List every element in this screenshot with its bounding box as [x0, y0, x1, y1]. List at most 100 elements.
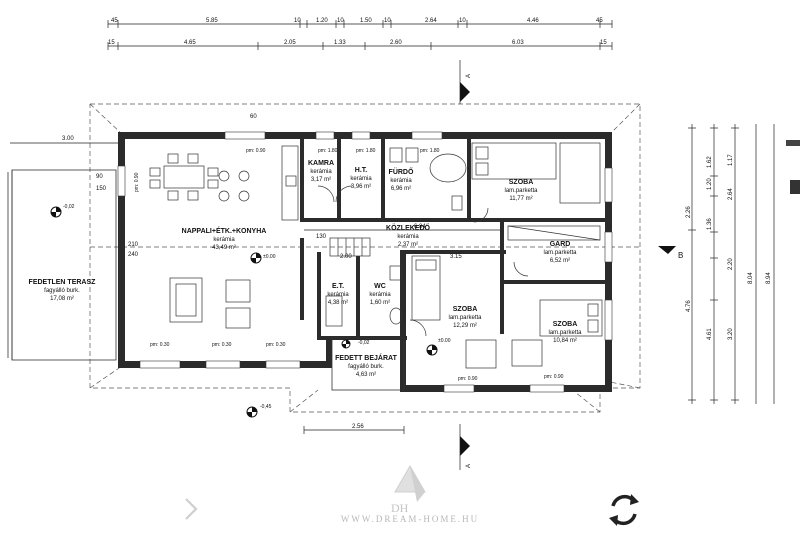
dim-top-6: 1.50 — [360, 18, 372, 24]
entrance-width-dim: 2.56 — [352, 424, 364, 430]
dim-right-162: 1.62 — [707, 156, 713, 168]
sill-bottom-5: pm: 0.90 — [544, 374, 564, 380]
dim-top-1: 45 — [111, 18, 118, 24]
room-label-terasz: FEDETLEN TERASZ fagyálló burk. 17,08 m² — [29, 279, 97, 302]
svg-text:SZOBA: SZOBA — [509, 179, 534, 186]
watermark-mark: DH — [391, 501, 409, 515]
next-image-button[interactable] — [178, 494, 202, 524]
svg-text:-0,45: -0,45 — [260, 404, 272, 410]
sill-left: pm: 0.90 — [134, 172, 140, 192]
svg-text:kerámia: kerámia — [369, 292, 391, 298]
edge-mark — [790, 180, 800, 194]
dim-315: 3.15 — [450, 254, 462, 260]
svg-text:kerámia: kerámia — [397, 234, 419, 240]
dim-right-320: 3.20 — [728, 328, 734, 340]
svg-text:11,77 m²: 11,77 m² — [509, 196, 532, 202]
svg-text:KAMRA: KAMRA — [308, 160, 334, 167]
svg-text:6,96 m²: 6,96 m² — [391, 186, 411, 192]
svg-text:kerámia: kerámia — [213, 237, 235, 243]
top-dimension-chains: 45 5.85 10 1.20 10 1.50 10 2.64 10 4.46 … — [107, 18, 613, 50]
sill-top-4: pm: 1.80 — [420, 148, 440, 154]
dim-top-3: 10 — [294, 18, 301, 24]
level-marker-outside: -0,45 — [246, 404, 272, 418]
dim-corridor: 6.84 — [414, 224, 426, 230]
section-b-label: B — [678, 251, 683, 260]
room-label-kamra: KAMRA kerámia 3,17 m² — [308, 160, 334, 183]
dim-right-804: 8.04 — [748, 272, 754, 284]
svg-text:10,84 m²: 10,84 m² — [553, 338, 577, 344]
svg-text:-0,02: -0,02 — [63, 204, 75, 210]
windows — [117, 131, 613, 393]
terrace-width-dim: 3.00 — [62, 136, 74, 142]
svg-text:NAPPALI+ÉTK.+KONYHA: NAPPALI+ÉTK.+KONYHA — [182, 226, 267, 235]
svg-text:SZOBA: SZOBA — [453, 306, 478, 313]
rotate-icon — [609, 494, 639, 526]
room-label-szoba-3: SZOBA lam.parketta 10,84 m² — [548, 321, 582, 344]
room-label-bejarat: FEDETT BEJÁRAT fagyálló burk. 4,63 m² — [335, 353, 397, 378]
dim-right-226: 2.26 — [686, 206, 692, 218]
sill-notes: pm: 0.90 pm: 1.80 pm: 1.80 pm: 1.80 pm: … — [134, 148, 564, 382]
section-b-marker — [658, 246, 676, 254]
watermark-text: WWW.DREAM-HOME.HU — [340, 514, 480, 524]
dim-top2-7: 15 — [600, 40, 607, 46]
entrance-canopy: 2.56 — [303, 337, 405, 434]
svg-text:3,17 m²: 3,17 m² — [311, 177, 331, 183]
svg-text:-0,02: -0,02 — [358, 340, 370, 346]
dim-top-2: 5.85 — [206, 18, 218, 24]
svg-text:4,63 m²: 4,63 m² — [356, 372, 376, 378]
dim-right-117: 1.17 — [728, 154, 734, 166]
svg-text:lam.parketta: lam.parketta — [548, 330, 582, 336]
svg-text:H.T.: H.T. — [355, 167, 368, 174]
dim-240: 240 — [128, 252, 139, 258]
room-label-szoba-2: SZOBA lam.parketta 12,29 m² — [448, 306, 482, 329]
inner-dimension-notes: 6.84 3.15 2.00 130 210 240 90 150 60 — [96, 114, 500, 260]
svg-text:12,29 m²: 12,29 m² — [453, 323, 477, 329]
svg-text:fagyálló burk.: fagyálló burk. — [348, 364, 384, 370]
dim-top-7: 10 — [384, 18, 391, 24]
right-dimension-chains: 4.76 2.26 1.62 1.20 1.36 4.61 1.17 2.64 … — [686, 124, 800, 404]
dim-150: 150 — [96, 186, 107, 192]
level-marker-bedroom: ±0.00 — [426, 338, 451, 356]
level-marker-entrance: -0,02 — [341, 339, 370, 349]
svg-text:kerámia: kerámia — [310, 169, 332, 175]
sill-top-2: pm: 1.80 — [318, 148, 338, 154]
level-marker-living: ±0.00 — [250, 252, 276, 264]
dim-right-120: 1.20 — [707, 178, 713, 190]
level-marker-terrace: -0,02 — [50, 204, 75, 218]
room-label-kozlekedo: KÖZLEKEDŐ kerámia 2,37 m² — [386, 223, 431, 248]
sill-bottom-4: pm: 0.90 — [458, 376, 478, 382]
svg-text:E.T.: E.T. — [332, 283, 344, 290]
svg-text:kerámia: kerámia — [350, 176, 372, 182]
svg-text:FEDETT BEJÁRAT: FEDETT BEJÁRAT — [335, 353, 397, 362]
room-label-furdo: FÜRDŐ kerámia 6,96 m² — [389, 167, 414, 192]
dim-right-461: 4.61 — [707, 328, 713, 340]
svg-text:kerámia: kerámia — [390, 178, 412, 184]
dim-top-8: 2.64 — [425, 18, 437, 24]
room-label-szoba-1: SZOBA lam.parketta 11,77 m² — [504, 179, 538, 202]
dim-top2-1: 15 — [108, 40, 115, 46]
dim-210: 210 — [128, 242, 139, 248]
dim-top2-6: 6.03 — [512, 40, 524, 46]
dim-top2-2: 4.65 — [184, 40, 196, 46]
dim-top-9: 10 — [459, 18, 466, 24]
terrace-area: 3.00 — [7, 136, 118, 361]
svg-text:43,49 m²: 43,49 m² — [212, 245, 236, 251]
room-labels: NAPPALI+ÉTK.+KONYHA kerámia 43,49 m² KAM… — [29, 160, 583, 378]
room-label-nappali: NAPPALI+ÉTK.+KONYHA kerámia 43,49 m² — [182, 226, 267, 251]
section-markers: A A B — [459, 60, 683, 470]
svg-text:4,38 m²: 4,38 m² — [328, 300, 348, 306]
section-a-bottom-label: A — [466, 464, 472, 468]
room-label-gard: GARD lam.parketta 6,52 m² — [543, 241, 577, 264]
dim-top2-3: 2.05 — [284, 40, 296, 46]
svg-text:FÜRDŐ: FÜRDŐ — [389, 167, 414, 176]
rotate-button[interactable] — [604, 490, 644, 530]
dim-top-5: 10 — [337, 18, 344, 24]
svg-text:FEDETLEN TERASZ: FEDETLEN TERASZ — [29, 279, 97, 286]
room-label-et: E.T. kerámia 4,38 m² — [327, 283, 349, 306]
roof-outline — [89, 103, 641, 413]
svg-text:lam.parketta: lam.parketta — [504, 188, 538, 194]
sill-top-1: pm: 0.90 — [246, 148, 266, 154]
dim-top-11: 45 — [596, 18, 603, 24]
edge-mark — [786, 140, 800, 146]
